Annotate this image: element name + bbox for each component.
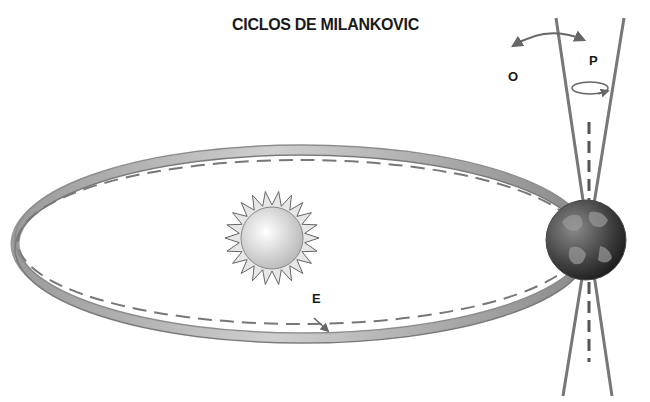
eccentricity-pointer bbox=[314, 318, 328, 331]
orbit-band-edge bbox=[15, 145, 589, 333]
axis-line bbox=[588, 282, 591, 362]
precession-ring bbox=[572, 82, 608, 94]
orbit-path bbox=[18, 160, 582, 324]
sun-rays bbox=[225, 192, 319, 285]
cycle-label: O bbox=[508, 69, 518, 84]
orbit-band bbox=[15, 150, 589, 338]
cycle-label: P bbox=[589, 53, 598, 68]
sun-disc bbox=[241, 207, 303, 269]
obliquity-arrow bbox=[513, 33, 584, 46]
earth-land bbox=[562, 212, 612, 265]
axis-line bbox=[588, 122, 591, 200]
precession-arrow bbox=[598, 91, 608, 94]
orbit-band-edge bbox=[15, 155, 589, 343]
cycle-label: E bbox=[312, 291, 321, 306]
earth-symbol bbox=[546, 200, 626, 280]
sun-symbol bbox=[225, 192, 319, 285]
diagram-title: CICLOS DE MILANKOVIC bbox=[232, 16, 419, 34]
